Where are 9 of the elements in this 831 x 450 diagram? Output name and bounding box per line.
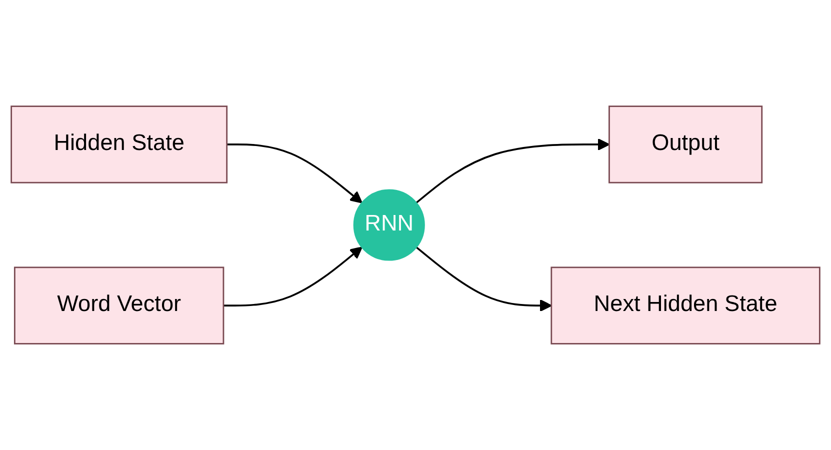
node-box: Next Hidden State [550,266,820,344]
arrow [416,246,552,312]
node-box: Output [608,106,763,184]
arrow [416,138,610,204]
arrow [226,144,362,204]
node-circle: RNN [353,189,425,261]
arrow [223,246,362,306]
node-box: Hidden State [10,106,228,184]
node-box: Word Vector [14,266,224,344]
